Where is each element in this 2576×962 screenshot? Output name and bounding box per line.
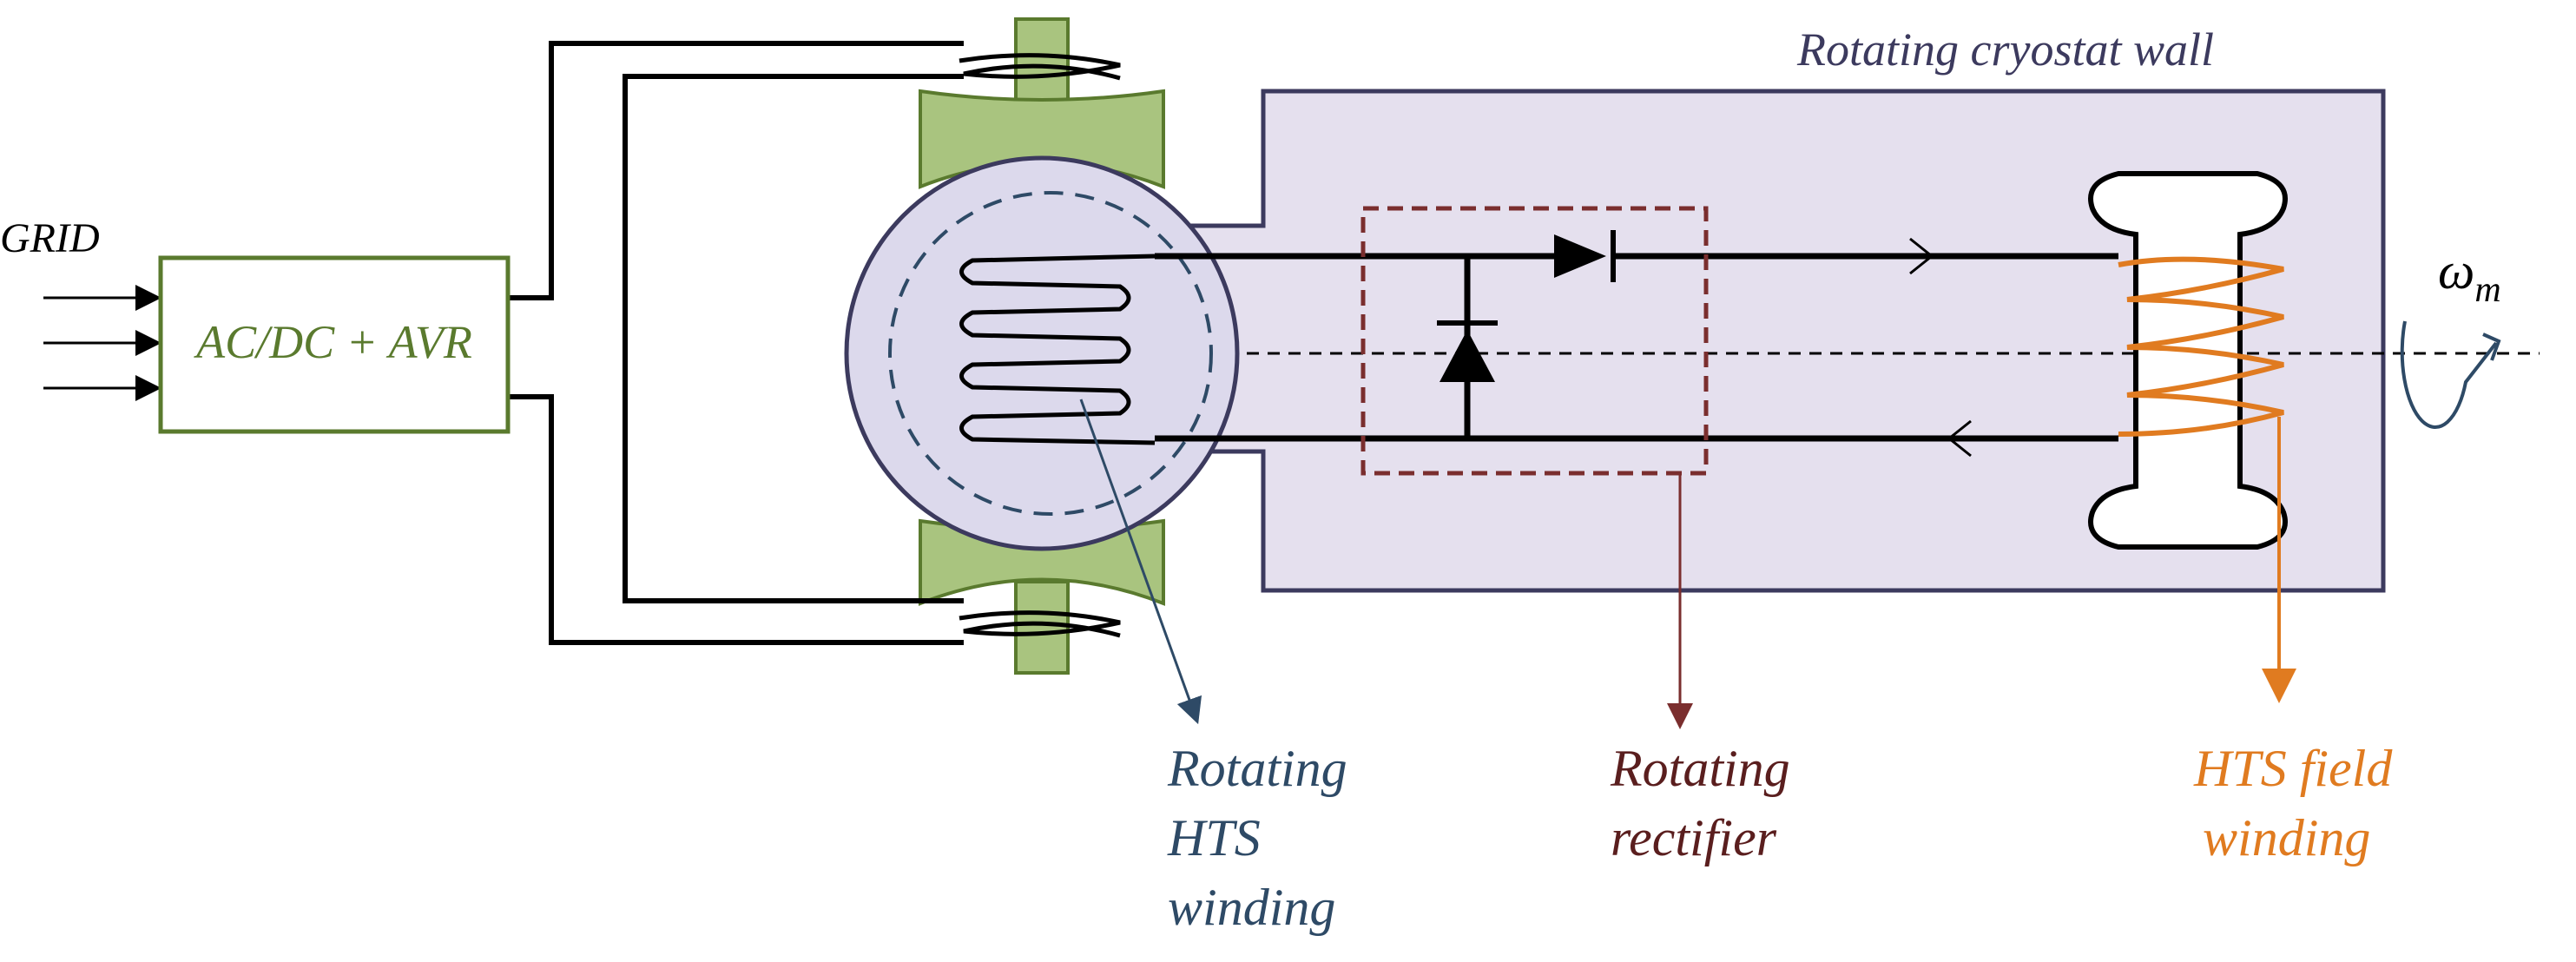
rotor-dc-bus bbox=[1155, 253, 2118, 442]
rotor-circle bbox=[844, 155, 1240, 551]
converter-box bbox=[158, 255, 511, 434]
cryostat-wall bbox=[1143, 89, 2386, 593]
hts-field-winding-label: HTS field winding bbox=[2193, 740, 2393, 866]
rotating-rectifier-label: Rotating rectifier bbox=[1610, 740, 1790, 866]
hts-field-winding-line-1: HTS field bbox=[2193, 740, 2393, 797]
omega-symbol: ω bbox=[2438, 242, 2474, 300]
cryostat-label: Rotating cryostat wall bbox=[1796, 23, 2214, 76]
rotating-hts-winding-line-1: Rotating bbox=[1167, 740, 1347, 797]
stator-wiring bbox=[508, 41, 964, 645]
rotating-hts-winding-line-3: winding bbox=[1168, 879, 1335, 936]
hts-field-winding-line-2: winding bbox=[2203, 809, 2370, 866]
stator-coil-bottom bbox=[959, 610, 1121, 638]
rotating-rectifier-line-2: rectifier bbox=[1611, 809, 1777, 866]
series-diode bbox=[1554, 230, 1616, 282]
current-arrow-top bbox=[1909, 237, 1934, 275]
rotation-arrowhead bbox=[2482, 333, 2501, 361]
grid-input-arrows bbox=[43, 285, 161, 401]
rotation-direction-icon bbox=[2400, 320, 2498, 429]
leader-rotating-hts-winding bbox=[1079, 399, 1202, 725]
rotating-hts-winding-coil bbox=[959, 254, 1156, 445]
rotating-hts-winding-line-2: HTS bbox=[1167, 809, 1261, 866]
grid-label: GRID bbox=[0, 215, 100, 261]
rotating-hts-winding-label: Rotating HTS winding bbox=[1167, 740, 1347, 936]
rotating-rectifier-box bbox=[1360, 206, 1709, 476]
current-arrow-bottom bbox=[1947, 419, 1972, 458]
omega-label: ωm bbox=[2438, 242, 2501, 310]
converter-label: AC/DC + AVR bbox=[194, 316, 472, 368]
omega-subscript: m bbox=[2474, 270, 2500, 310]
hts-field-winding-coil bbox=[2118, 256, 2284, 437]
stator-coil-top bbox=[959, 53, 1121, 81]
freewheeling-diode bbox=[1437, 320, 1498, 382]
rotor-dashed-boundary bbox=[888, 191, 1213, 516]
rotating-rectifier-line-1: Rotating bbox=[1610, 740, 1790, 797]
field-winding-bobbin bbox=[2088, 171, 2288, 550]
